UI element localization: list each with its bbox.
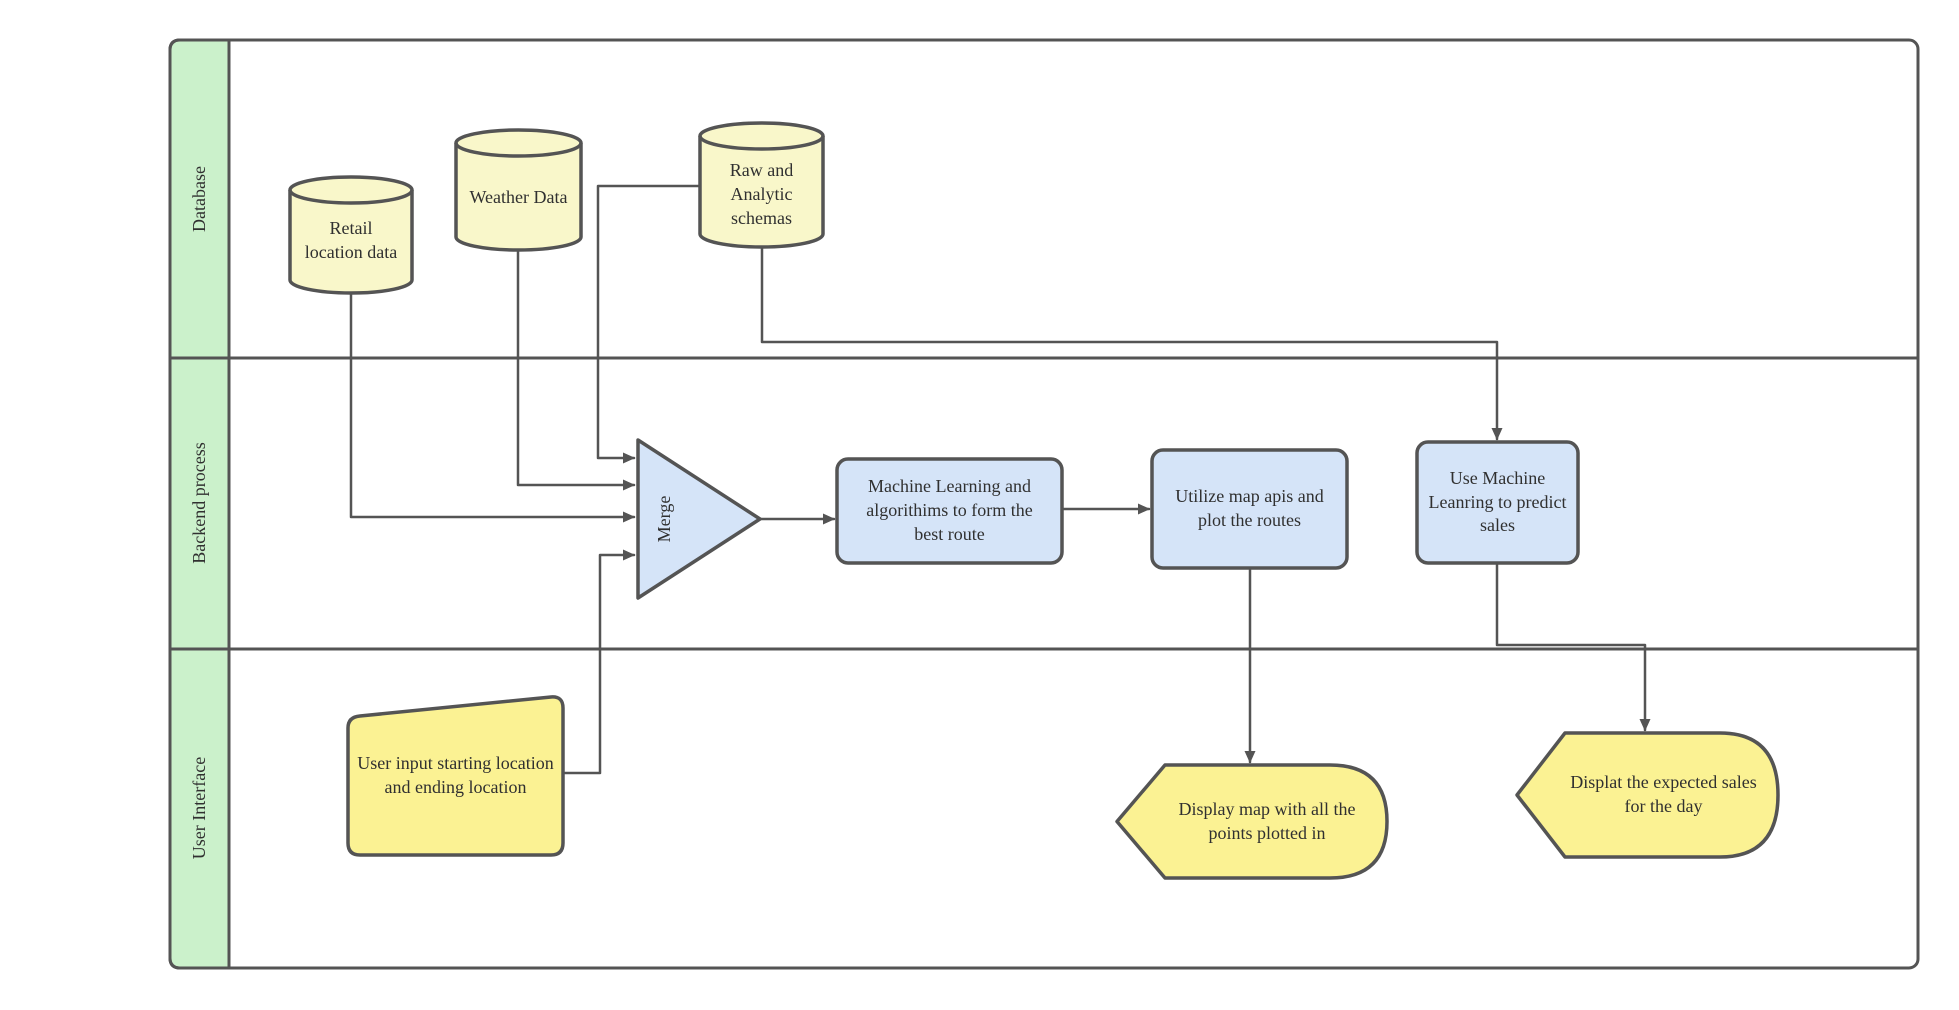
user-input-shape bbox=[346, 695, 565, 857]
display-sales-shape bbox=[1515, 731, 1780, 859]
lane-label-database: Database bbox=[189, 166, 209, 232]
ml-predict-shape bbox=[1415, 440, 1580, 565]
connector-user-input-to-merge bbox=[561, 549, 636, 775]
display-map-shape bbox=[1115, 763, 1389, 880]
connector-ml-predict-to-display-sales bbox=[1495, 561, 1651, 732]
connector-retail-to-merge bbox=[349, 291, 636, 523]
lane-label-backend-process: Backend process bbox=[189, 442, 209, 563]
merge-shape bbox=[636, 438, 762, 600]
connector-schemas-to-merge bbox=[596, 184, 702, 464]
pool-border bbox=[168, 38, 1920, 970]
retail-db-shape bbox=[288, 175, 414, 295]
weather-db-shape bbox=[454, 128, 583, 252]
map-apis-shape bbox=[1150, 448, 1349, 570]
connector-schemas-to-ml-predict bbox=[760, 245, 1503, 441]
lane-label-user-interface: User Interface bbox=[189, 757, 209, 859]
ml-route-shape bbox=[835, 457, 1064, 565]
connector-weather-to-merge bbox=[516, 248, 636, 491]
schemas-db-shape bbox=[698, 121, 825, 249]
